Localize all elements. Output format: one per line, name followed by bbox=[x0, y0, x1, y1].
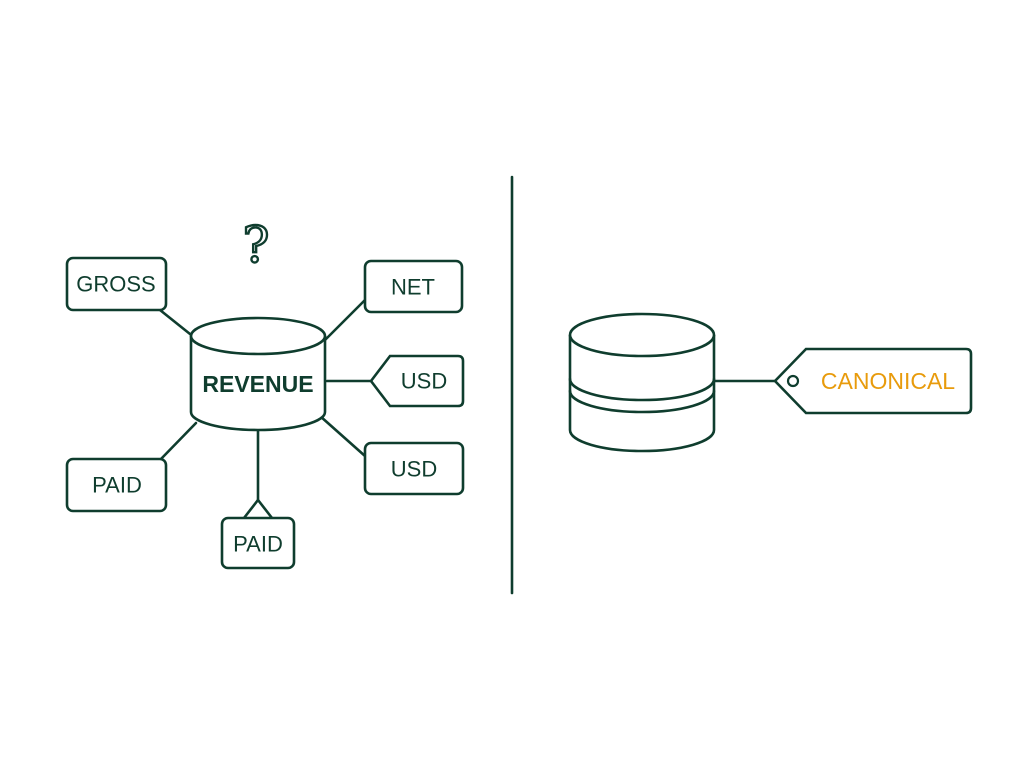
canonical-label: CANONICAL bbox=[821, 368, 955, 394]
canonical-metric-group: CANONICAL bbox=[568, 312, 973, 453]
ambiguous-metric-group: ? REVENUE GROSS NET USD USD PAID PAID bbox=[65, 215, 465, 570]
canonical-tag-shape bbox=[773, 347, 973, 415]
usd-tag-shape bbox=[369, 354, 465, 408]
connector-usd-box bbox=[318, 414, 367, 458]
gross-label: GROSS bbox=[76, 272, 155, 297]
paid-bottom-notch bbox=[242, 497, 274, 519]
tag-hole-icon bbox=[786, 374, 800, 388]
revenue-label: REVENUE bbox=[202, 371, 313, 397]
canonical-database-icon bbox=[568, 312, 716, 453]
paid-left-box bbox=[65, 457, 168, 513]
net-label: NET bbox=[391, 275, 435, 300]
paid-bottom-label: PAID bbox=[233, 532, 283, 557]
usd-box-label: USD bbox=[391, 457, 437, 482]
paid-left-label: PAID bbox=[92, 473, 142, 498]
paid-bottom-box bbox=[220, 516, 296, 570]
usd-tag-label: USD bbox=[401, 369, 447, 394]
question-mark-icon: ? bbox=[243, 216, 270, 274]
revenue-database-icon bbox=[189, 316, 327, 432]
gross-box bbox=[65, 256, 168, 312]
net-box bbox=[363, 259, 464, 314]
connector-net bbox=[321, 298, 367, 344]
usd-box bbox=[363, 441, 465, 496]
connector-paid-left bbox=[158, 421, 198, 462]
